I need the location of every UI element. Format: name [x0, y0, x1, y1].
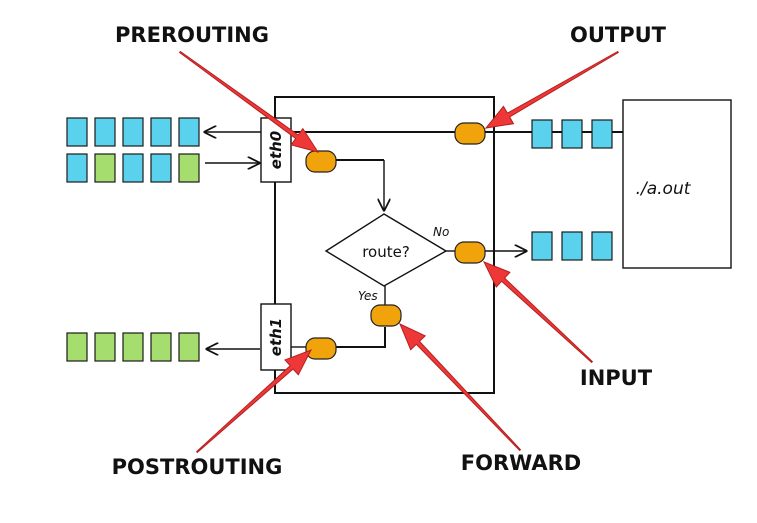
packet-eth0-out	[178, 117, 200, 147]
forward-hook	[370, 304, 402, 327]
postrouting-label: POSTROUTING	[112, 455, 283, 479]
process-label: ./a.out	[636, 179, 692, 199]
input-pointer	[482, 261, 594, 364]
forward-to-postrouting-line	[336, 327, 386, 348]
route-decision: route?	[324, 213, 448, 287]
hook-points	[305, 122, 486, 360]
packet-eth0-in	[150, 153, 172, 183]
postrouting-hook	[305, 337, 337, 360]
packet-eth0-out	[150, 117, 172, 147]
yes-label: Yes	[358, 289, 378, 303]
output-hook	[454, 122, 486, 145]
packet-eth1-out	[94, 332, 116, 362]
packet-eth1-out	[178, 332, 200, 362]
packet-eth0-out	[122, 117, 144, 147]
router-box	[274, 96, 495, 394]
forward-pointer	[399, 322, 522, 452]
packet-eth0-out	[94, 117, 116, 147]
eth0-label: eth0	[267, 131, 285, 169]
packet-output-queue	[561, 119, 583, 149]
packet-input-queue	[531, 231, 553, 261]
packet-queues	[66, 117, 613, 362]
packet-eth0-in	[122, 153, 144, 183]
packet-input-queue	[561, 231, 583, 261]
packet-output-queue	[591, 119, 613, 149]
hook-pointers	[178, 50, 619, 454]
output-pointer	[484, 50, 619, 129]
prerouting-label: PREROUTING	[115, 23, 269, 47]
packet-eth0-in	[94, 153, 116, 183]
packet-eth0-out	[66, 117, 88, 147]
prerouting-hook	[305, 150, 337, 173]
packet-output-queue	[531, 119, 553, 149]
packet-eth1-out	[122, 332, 144, 362]
packet-eth1-out	[66, 332, 88, 362]
no-label: No	[433, 225, 449, 239]
prerouting-pointer	[178, 50, 320, 153]
postrouting-pointer	[195, 349, 313, 454]
packet-input-queue	[591, 231, 613, 261]
forward-label: FORWARD	[461, 451, 581, 475]
input-label: INPUT	[580, 366, 653, 390]
packet-eth0-in	[178, 153, 200, 183]
packet-eth0-in	[66, 153, 88, 183]
output-label: OUTPUT	[570, 23, 667, 47]
packet-eth1-out	[150, 332, 172, 362]
input-hook	[454, 241, 486, 264]
process-box: ./a.out	[622, 99, 732, 269]
eth1-label: eth1	[267, 318, 285, 356]
route-decision-label: route?	[362, 243, 410, 261]
